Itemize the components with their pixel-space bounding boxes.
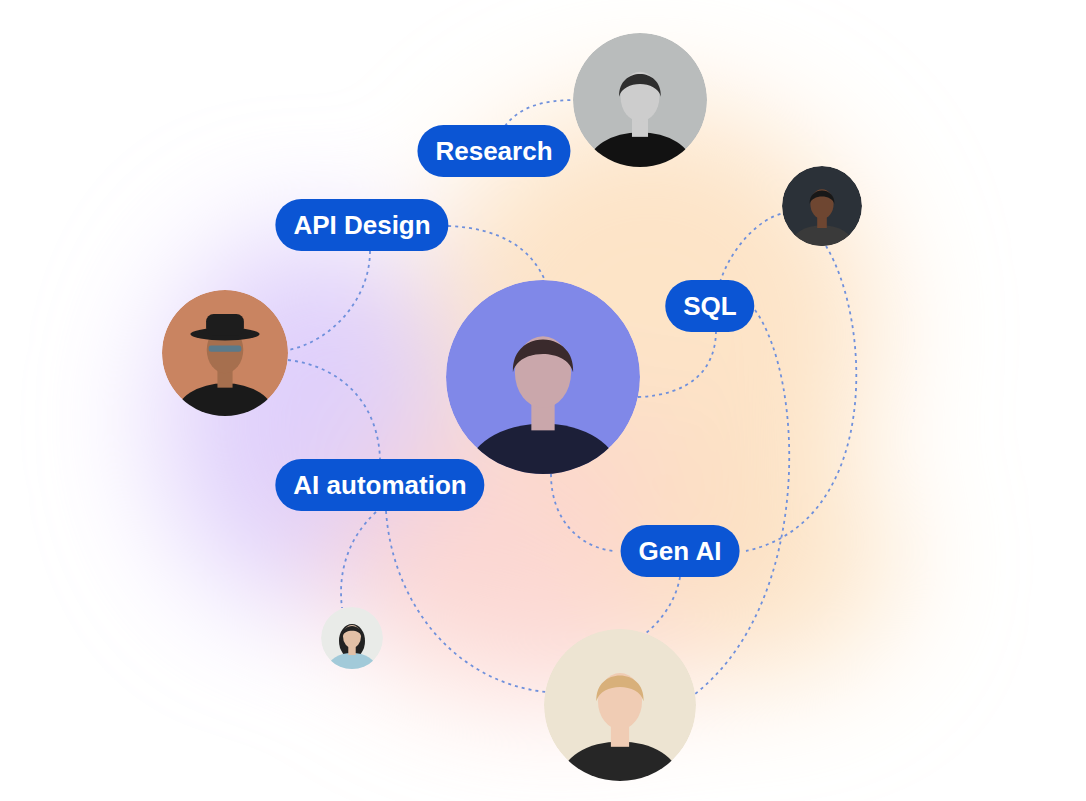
skill-label: AI automation — [293, 472, 466, 498]
dashed-link — [288, 251, 370, 350]
background-glow — [160, 100, 900, 700]
avatar-photo — [162, 290, 288, 446]
avatar-photo — [321, 607, 383, 684]
avatars — [162, 33, 862, 801]
avatar-body — [176, 383, 274, 446]
avatar-hair — [596, 676, 643, 702]
skill-pill: SQL — [665, 280, 754, 332]
skill-label: Gen AI — [639, 538, 722, 564]
avatar-body — [791, 225, 853, 265]
avatar-glasses — [209, 345, 242, 351]
avatar-hair — [619, 74, 661, 97]
avatar-hair — [810, 191, 835, 205]
skill-pill: Gen AI — [621, 525, 740, 577]
avatar-head — [343, 625, 361, 648]
avatar-body — [328, 653, 376, 684]
avatar-body — [588, 132, 693, 199]
avatar-photo — [544, 629, 696, 801]
skill-pill: AI automation — [275, 459, 484, 511]
dashed-link — [551, 474, 614, 551]
skill-pill: Research — [417, 125, 570, 177]
skill-label: API Design — [293, 212, 430, 238]
avatar-hat — [206, 314, 244, 335]
avatar-hair — [342, 626, 361, 636]
avatar-photo — [782, 166, 862, 265]
avatar-head — [810, 189, 833, 219]
avatar-body — [561, 741, 680, 801]
skill-pill: API Design — [275, 199, 448, 251]
dashed-link — [746, 246, 856, 551]
dashed-link — [638, 330, 716, 397]
dashed-link — [448, 226, 546, 283]
dashed-link — [695, 310, 789, 694]
dashed-link — [288, 360, 380, 459]
dashed-link — [386, 511, 546, 692]
dashed-link — [646, 577, 680, 633]
dashed-link — [505, 100, 575, 126]
dashed-link — [720, 213, 784, 282]
avatar-hair — [339, 624, 365, 658]
dashed-links — [288, 100, 856, 694]
skill-label: Research — [435, 138, 552, 164]
avatar-photo — [573, 33, 707, 199]
skill-label: SQL — [683, 293, 736, 319]
avatar-hair — [513, 339, 573, 372]
dashed-link — [341, 512, 376, 608]
avatar-body — [467, 424, 618, 521]
